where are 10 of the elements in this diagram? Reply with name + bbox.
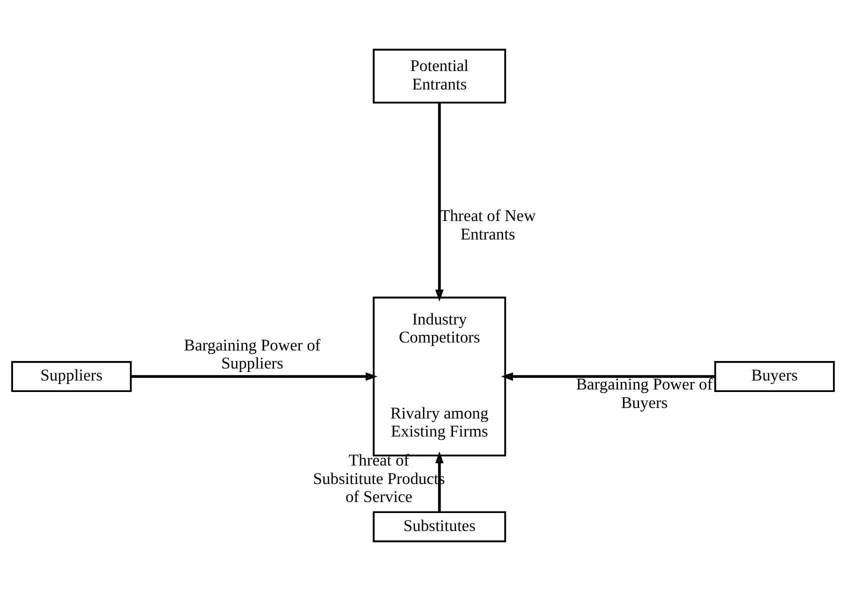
node-box: Suppliers [11, 360, 132, 392]
node-box: Substitutes [372, 510, 506, 542]
arrow [131, 372, 378, 380]
node-box: Potential Entrants [372, 48, 506, 104]
edge-label: Bargaining Power of Buyers [576, 374, 713, 412]
arrow [435, 102, 444, 302]
node-box: Buyers [714, 360, 835, 392]
edge-label: Bargaining Power of Suppliers [184, 334, 321, 372]
node-box: Industry Competitors Rivalry among Existing Firms [372, 296, 506, 456]
arrow [501, 372, 716, 380]
